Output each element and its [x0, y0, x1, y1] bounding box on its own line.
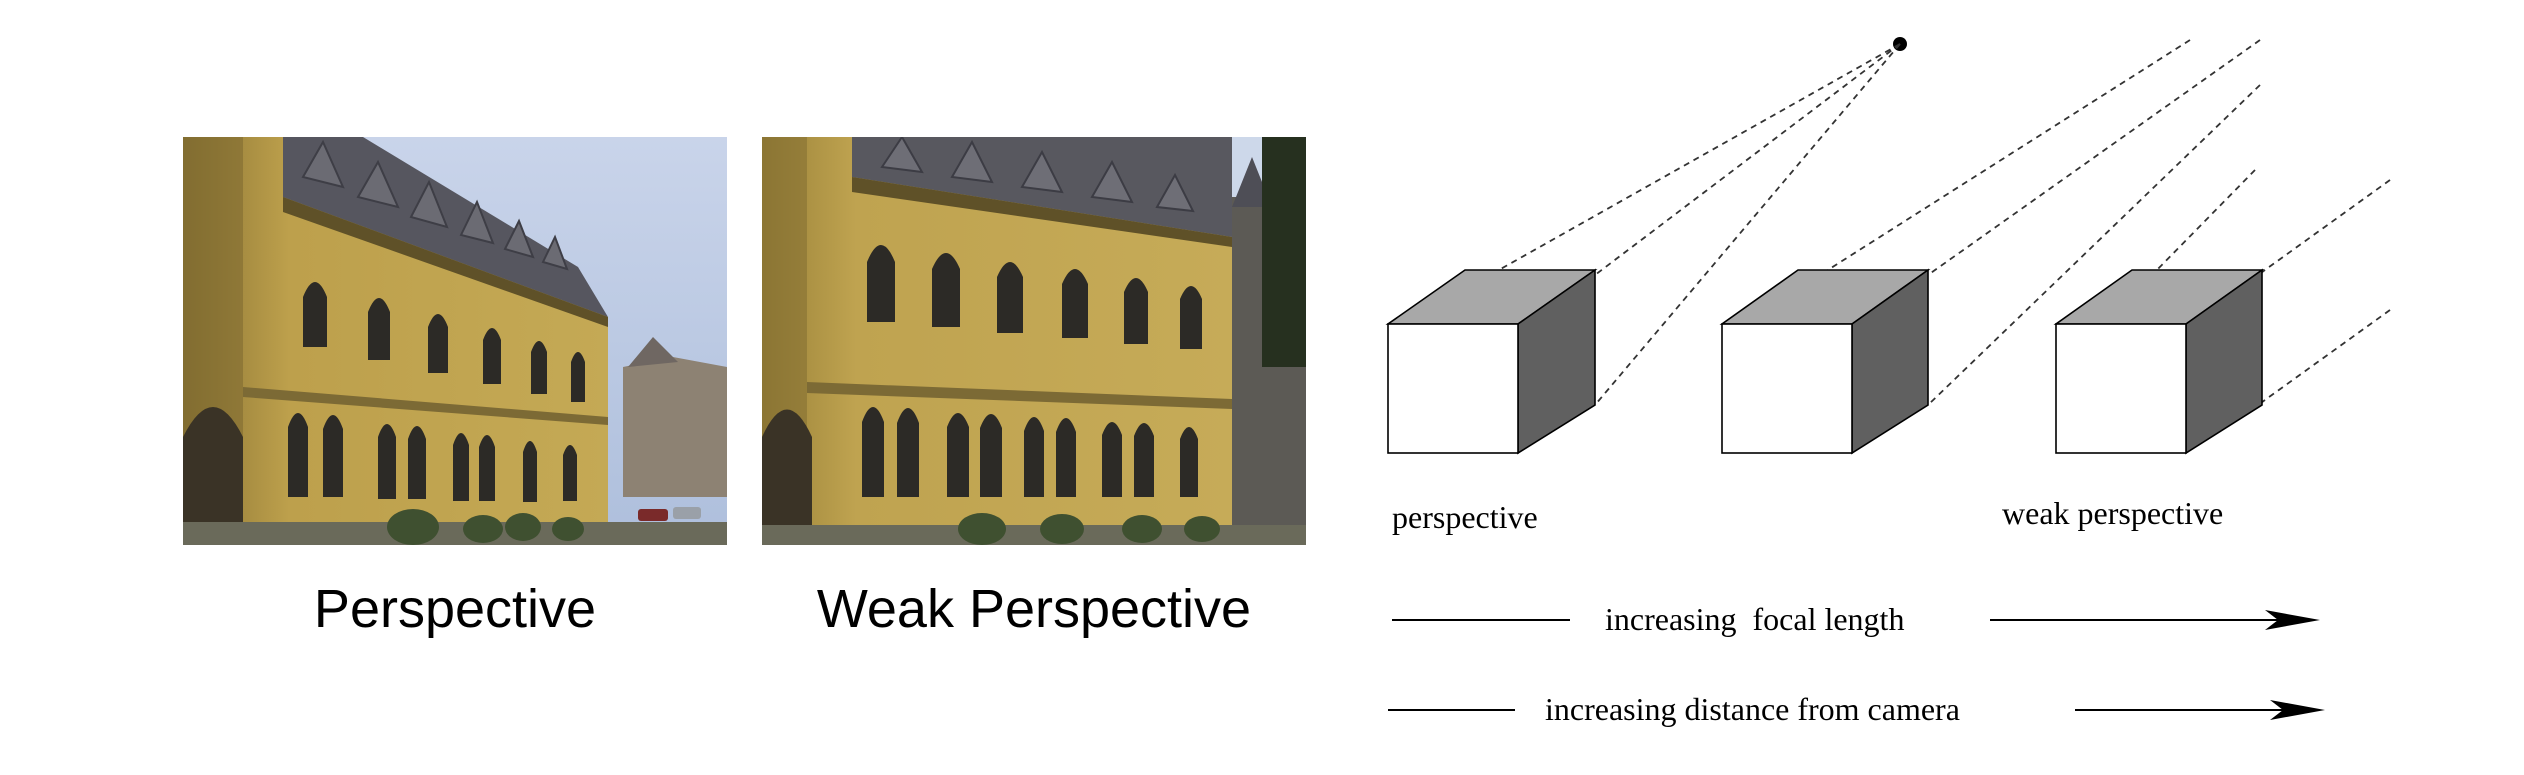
weak-perspective-caption: Weak Perspective — [816, 579, 1252, 639]
label-weak-perspective: weak perspective — [2002, 495, 2223, 531]
projection-rays — [1489, 39, 2391, 406]
cube-perspective — [1385, 268, 1598, 455]
focal-length-arrow — [1392, 610, 2320, 630]
focal-length-label: increasing focal length — [1605, 601, 1904, 637]
label-perspective: perspective — [1392, 499, 1538, 535]
distance-label: increasing distance from camera — [1545, 691, 1960, 727]
distance-arrow — [1388, 700, 2325, 720]
perspective-caption: Perspective — [313, 579, 597, 639]
perspective-photo — [183, 137, 727, 545]
weak-perspective-photo — [762, 137, 1306, 545]
cube-weak-perspective — [2053, 268, 2265, 455]
cube-middle — [1719, 268, 1931, 455]
projection-diagram: perspective weak perspective increasing … — [1385, 37, 2391, 727]
